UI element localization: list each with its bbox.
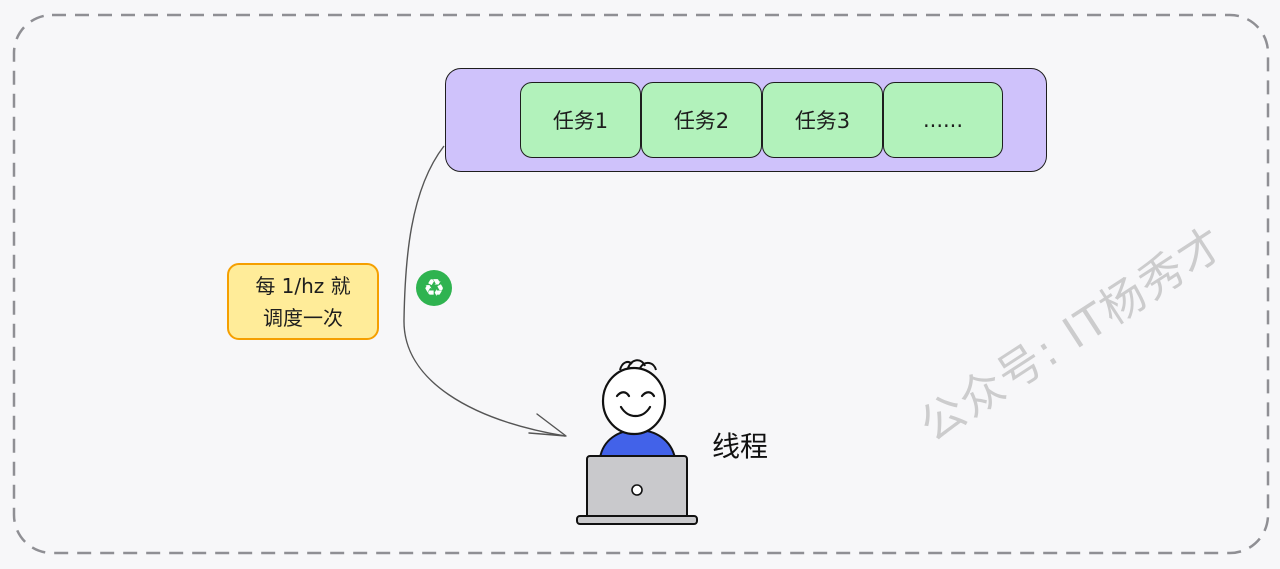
dispatch-arrow <box>403 145 566 437</box>
task-box: 任务2 <box>641 82 762 158</box>
recycle-icon: ♻ <box>416 270 452 306</box>
thread-label: 线程 <box>712 430 769 463</box>
arrow-head <box>528 413 567 437</box>
thread-person-icon <box>576 359 698 525</box>
task-box: 任务1 <box>520 82 641 158</box>
task-box-ellipsis: ...... <box>883 82 1003 158</box>
schedule-note-line1: 每 1/hz 就 <box>255 273 351 298</box>
schedule-note-line2: 调度一次 <box>262 305 343 330</box>
schedule-note: 每 1/hz 就 调度一次 <box>227 263 379 340</box>
task-box: 任务3 <box>762 82 883 158</box>
